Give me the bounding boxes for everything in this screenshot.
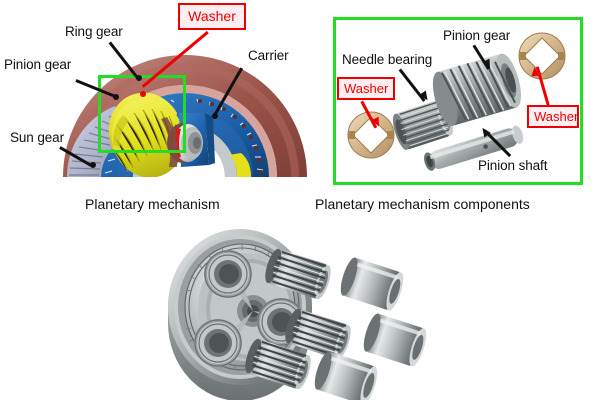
label-pinion-shaft: Pinion shaft [478,158,548,173]
caption-right: Planetary mechanism components [315,196,530,212]
label-sun-gear: Sun gear [10,130,64,145]
label-needle-bearing: Needle bearing [342,52,433,67]
washer-callout-left: Washer [178,3,246,30]
planetary-assembly-render [150,212,450,400]
leader-dot-carrier [212,113,218,119]
label-carrier: Carrier [248,48,289,63]
components-frame [333,17,583,185]
leader-dot-ring-gear [136,75,142,81]
caption-left: Planetary mechanism [85,196,220,212]
planetary-mechanism-components [336,20,580,182]
label-ring-gear: Ring gear [65,24,123,39]
label-pinion-gear-right: Pinion gear [443,28,511,43]
label-pinion-gear: Pinion gear [4,57,72,72]
washer-callout-right-right: Washer [527,105,579,128]
arrow-washer-right-right [530,66,540,77]
leader-dot-washer-left [140,91,146,97]
left-highlight-box [98,75,186,153]
leader-dot-pinion-gear [113,94,119,100]
washer-callout-right-left: Washer [337,77,395,100]
leader-dot-sun-gear [90,162,96,168]
